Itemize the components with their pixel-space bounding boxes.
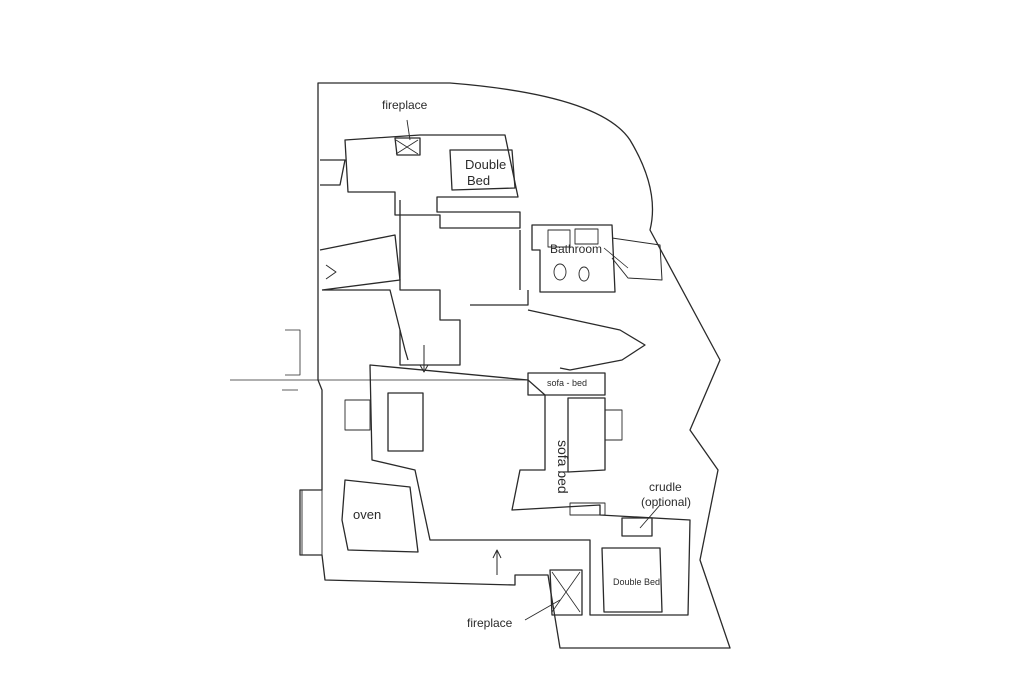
fireplace-top-label: fireplace xyxy=(382,98,428,112)
double-bed-top-label-line2: Bed xyxy=(467,173,491,188)
top-bedroom-walls xyxy=(344,134,521,229)
living-room-walls xyxy=(369,364,691,616)
fireplace-bottom-label: fireplace xyxy=(467,616,513,630)
oven-room-walls xyxy=(341,479,419,553)
right-middle-walls xyxy=(527,309,646,371)
double-bed-top-frame xyxy=(449,149,516,191)
dining-table xyxy=(387,392,424,452)
fireplace-bottom-box xyxy=(549,569,583,616)
bathroom-walls xyxy=(531,224,616,293)
sofa-bed-small-frame xyxy=(527,372,606,396)
left-wall-segments xyxy=(319,159,409,361)
sofa-bed-large-label: sofa bed xyxy=(555,440,571,494)
fireplace-top-box xyxy=(394,137,421,156)
crudle-label-line1: crudle xyxy=(649,480,682,494)
sofa-bed-small-label: sofa - bed xyxy=(547,378,588,388)
outer-boundary xyxy=(299,82,731,649)
sofa-bed-large-frame xyxy=(567,397,606,473)
bathroom-label: Bathroom xyxy=(550,242,603,256)
central-corridor xyxy=(399,200,529,366)
double-bed-bottom-frame xyxy=(601,547,663,613)
crudle-box xyxy=(621,517,653,537)
double-bed-bottom-label: Double Bed xyxy=(613,577,661,587)
oven-label: oven xyxy=(353,507,382,522)
crudle-label-line2: (optional) xyxy=(641,495,692,509)
double-bed-top-label-line1: Double xyxy=(465,157,507,172)
